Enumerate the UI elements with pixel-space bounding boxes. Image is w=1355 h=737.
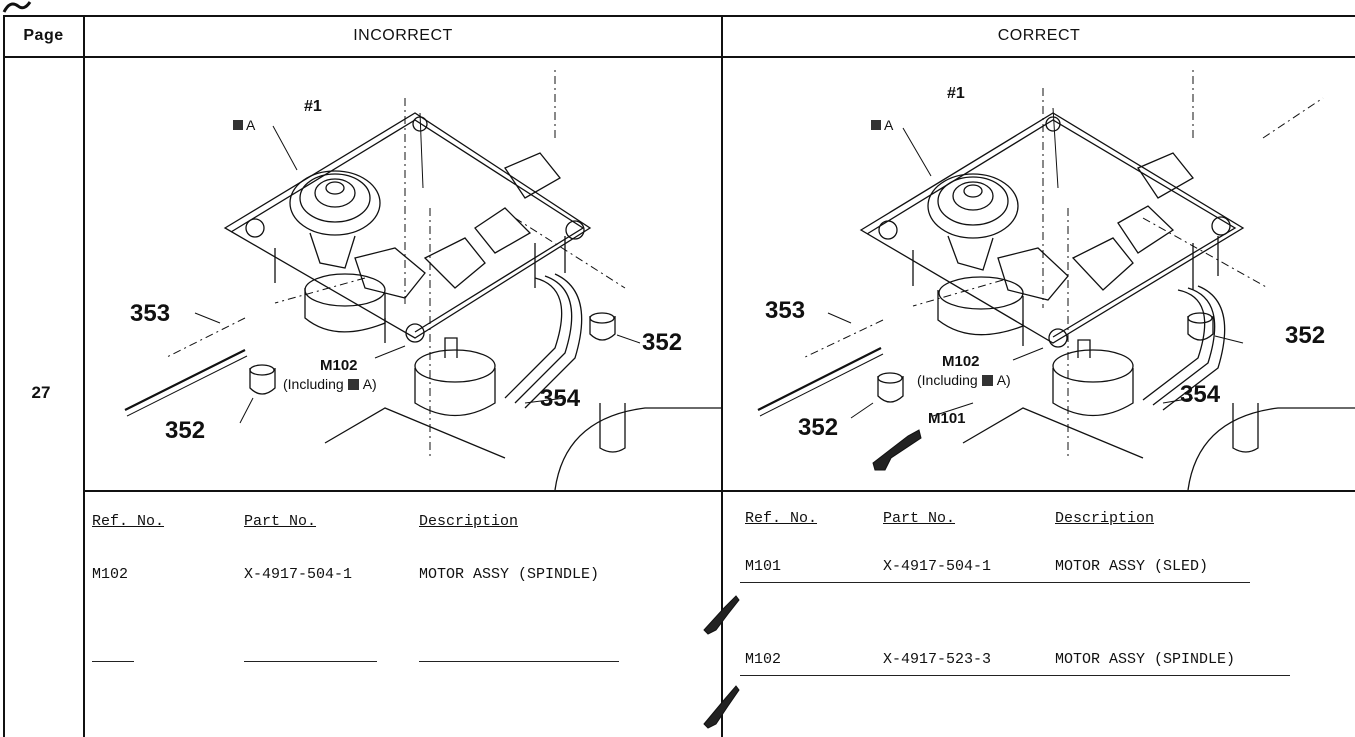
correct-row2-part-no: X-4917-523-3 [883,651,992,668]
correct-label-sled-motor: M101 [928,410,966,427]
page-column-header: Page [23,27,64,44]
manual-logo-icon [2,1,32,13]
incorrect-label-motor: M102 [320,357,358,374]
correct-label-rod: 353 [765,297,806,324]
incorrect-blank-description [419,661,619,662]
incorrect-row-part-no: X-4917-504-1 [244,566,353,583]
correct-row1-description: MOTOR ASSY (SLED) [1055,558,1209,575]
correct-row2-underline [740,675,1290,676]
correct-header-part-no: Part No. [883,510,956,527]
incorrect-exploded-diagram [124,68,721,490]
correct-motor-note: (Including A) [917,372,1011,388]
correct-label-mount-left: 352 [798,414,839,441]
correct-label-motor: M102 [942,353,980,370]
correct-row2-pointer-hand-icon [703,685,740,729]
correct-column-header: CORRECT [997,27,1081,44]
correct-label-cable: 354 [1180,381,1221,408]
correct-row1-underline [740,582,1250,583]
correct-row1-pointer-hand-icon [703,595,740,635]
mark-square-icon [981,374,993,386]
incorrect-label-mount-right: 352 [642,329,683,356]
correct-label-mark: A [871,117,893,133]
correct-row1-ref-no: M101 [745,558,782,575]
correct-row1-part-no: X-4917-504-1 [883,558,992,575]
mark-square-icon [233,120,243,130]
incorrect-header-part-no: Part No. [244,513,317,530]
correct-row2-ref-no: M102 [745,651,782,668]
incorrect-label-cable: 354 [540,385,581,412]
mark-square-icon [347,378,359,390]
incorrect-motor-note: (Including A) [283,376,377,392]
incorrect-header-description: Description [419,513,519,530]
correct-label-screw: #1 [947,85,965,102]
correct-header-ref-no: Ref. No. [745,510,818,527]
incorrect-label-mark: A [233,117,255,133]
correct-row2-description: MOTOR ASSY (SPINDLE) [1055,651,1236,668]
correct-header-description: Description [1055,510,1155,527]
incorrect-label-screw: #1 [304,98,322,115]
mark-square-icon [871,120,881,130]
incorrect-row-ref-no: M102 [92,566,129,583]
incorrect-blank-part-no [244,661,377,662]
correct-exploded-diagram [757,68,1355,490]
correct-pointer-hand-icon [872,429,922,471]
incorrect-label-mount-left: 352 [165,417,206,444]
correct-label-mount-right: 352 [1285,322,1326,349]
incorrect-row-description: MOTOR ASSY (SPINDLE) [419,566,600,583]
incorrect-header-ref-no: Ref. No. [92,513,165,530]
incorrect-column-header: INCORRECT [353,27,453,44]
incorrect-label-rod: 353 [130,300,171,327]
incorrect-blank-ref-no [92,661,134,662]
page-number: 27 [31,383,51,402]
